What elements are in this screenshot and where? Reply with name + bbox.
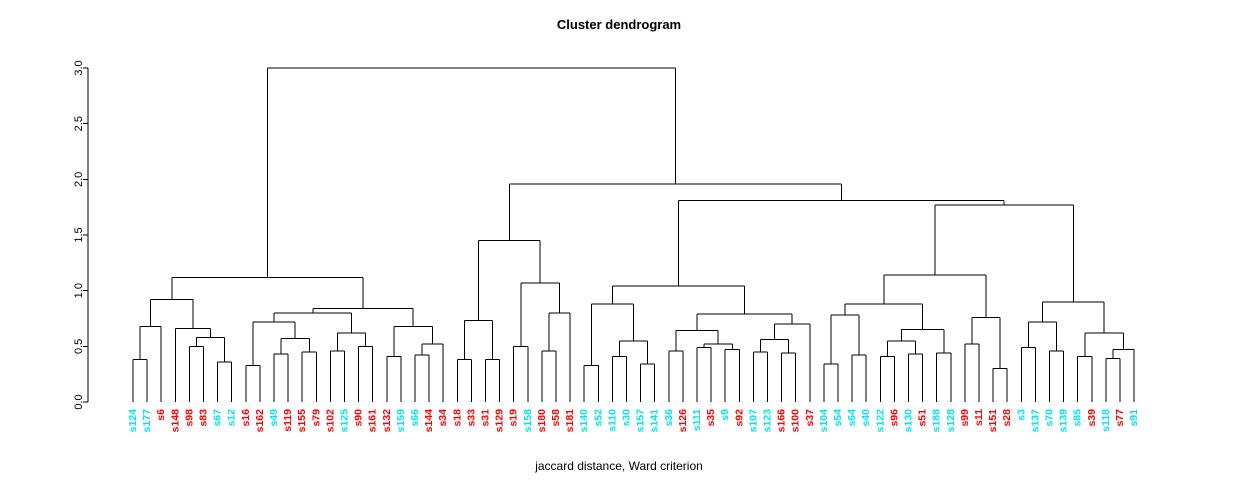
leaf-label: s118 xyxy=(1100,409,1112,432)
leaf-label: s177 xyxy=(141,409,153,433)
leaf-label: s40 xyxy=(860,409,872,427)
leaf-label: s90 xyxy=(353,409,365,427)
leaf-label: s79 xyxy=(310,409,322,427)
page-title: Cluster dendrogram xyxy=(556,17,682,32)
leaf-label: s98 xyxy=(183,409,195,427)
dendrogram-tree xyxy=(132,67,1135,402)
leaf-label: s122 xyxy=(874,409,886,433)
leaf-label: s16 xyxy=(240,409,252,427)
leaf-label: s124 xyxy=(127,409,139,433)
leaf-label: s104 xyxy=(818,409,830,433)
leaf-label: s3 xyxy=(1015,409,1027,421)
leaf-label: s157 xyxy=(635,409,647,433)
leaf-label: s102 xyxy=(324,409,336,433)
leaf-label: s51 xyxy=(917,409,929,427)
leaf-label: s100 xyxy=(790,409,802,433)
leaf-label: s37 xyxy=(804,409,816,427)
leaf-label: s107 xyxy=(747,409,759,433)
leaf-label: s66 xyxy=(409,409,421,427)
y-axis-tick-labels: 0.0 0.5 1.0 1.5 2.0 2.5 3.0 xyxy=(73,60,85,409)
leaf-label: s92 xyxy=(733,409,745,427)
y-axis xyxy=(83,67,89,403)
leaf-label: s137 xyxy=(1029,409,1041,433)
leaf-label: s111 xyxy=(691,409,703,431)
y-tick-label: 0.5 xyxy=(73,339,85,354)
y-tick-label: 1.5 xyxy=(73,227,85,242)
leaf-label: s128 xyxy=(945,409,957,433)
leaf-label: s64 xyxy=(846,409,858,427)
leaf-label: s180 xyxy=(536,409,548,433)
leaf-label: s161 xyxy=(367,409,379,433)
leaf-label: s11 xyxy=(973,409,985,426)
leaf-label: s181 xyxy=(564,409,576,433)
leaf-label: s125 xyxy=(339,409,351,433)
leaf-label: s126 xyxy=(677,409,689,433)
leaf-label: s96 xyxy=(888,409,900,427)
leaf-label: s58 xyxy=(550,409,562,427)
leaf-label: s140 xyxy=(578,409,590,433)
y-tick-label: 1.0 xyxy=(73,283,85,298)
leaf-label: s151 xyxy=(987,409,999,433)
leaf-label: s141 xyxy=(649,409,661,433)
leaf-label: s155 xyxy=(296,409,308,433)
y-tick-label: 2.0 xyxy=(73,172,85,187)
leaf-label: s110 xyxy=(606,409,618,432)
leaf-label: s36 xyxy=(663,409,675,427)
leaf-label: s49 xyxy=(268,409,280,427)
y-tick-label: 2.5 xyxy=(73,116,85,131)
leaf-label: s132 xyxy=(381,409,393,433)
leaf-label: s85 xyxy=(1072,409,1084,427)
leaf-label: s77 xyxy=(1114,409,1126,427)
leaf-label: s158 xyxy=(522,409,534,433)
leaf-label: s129 xyxy=(494,409,506,433)
leaf-label: s33 xyxy=(465,409,477,427)
leaf-label: s34 xyxy=(437,409,449,427)
leaf-label: s6 xyxy=(155,409,167,421)
leaf-label: s99 xyxy=(959,409,971,427)
x-axis-label: jaccard distance, Ward criterion xyxy=(535,459,703,473)
leaf-label: s188 xyxy=(931,409,943,433)
leaf-label: s119 xyxy=(282,409,294,432)
leaf-label: s70 xyxy=(1044,409,1056,427)
leaf-label: s67 xyxy=(212,409,224,427)
leaf-label: s54 xyxy=(832,409,844,427)
leaf-label: s91 xyxy=(1128,409,1140,427)
leaf-label: s39 xyxy=(1086,409,1098,427)
leaf-label: s18 xyxy=(451,409,463,427)
leaf-label: s148 xyxy=(169,409,181,433)
leaf-label: s123 xyxy=(762,409,774,433)
leaf-label: s12 xyxy=(226,409,238,427)
leaf-label: s166 xyxy=(776,409,788,433)
leaf-label: s162 xyxy=(254,409,266,433)
leaf-label: s130 xyxy=(903,409,915,433)
leaf-label: s139 xyxy=(1058,409,1070,433)
leaf-label: s35 xyxy=(705,409,717,427)
leaf-label: s30 xyxy=(621,409,633,427)
leaf-label: s144 xyxy=(423,409,435,433)
leaf-label: s31 xyxy=(480,409,492,427)
leaf-label: s9 xyxy=(719,409,731,421)
leaf-label: s19 xyxy=(508,409,520,427)
y-tick-label: 3.0 xyxy=(73,60,85,75)
leaf-label: s83 xyxy=(198,409,210,427)
leaf-label: s159 xyxy=(395,409,407,433)
leaf-label: s28 xyxy=(1001,409,1013,427)
leaf-label: s52 xyxy=(592,409,604,427)
y-tick-label: 0.0 xyxy=(73,394,85,409)
